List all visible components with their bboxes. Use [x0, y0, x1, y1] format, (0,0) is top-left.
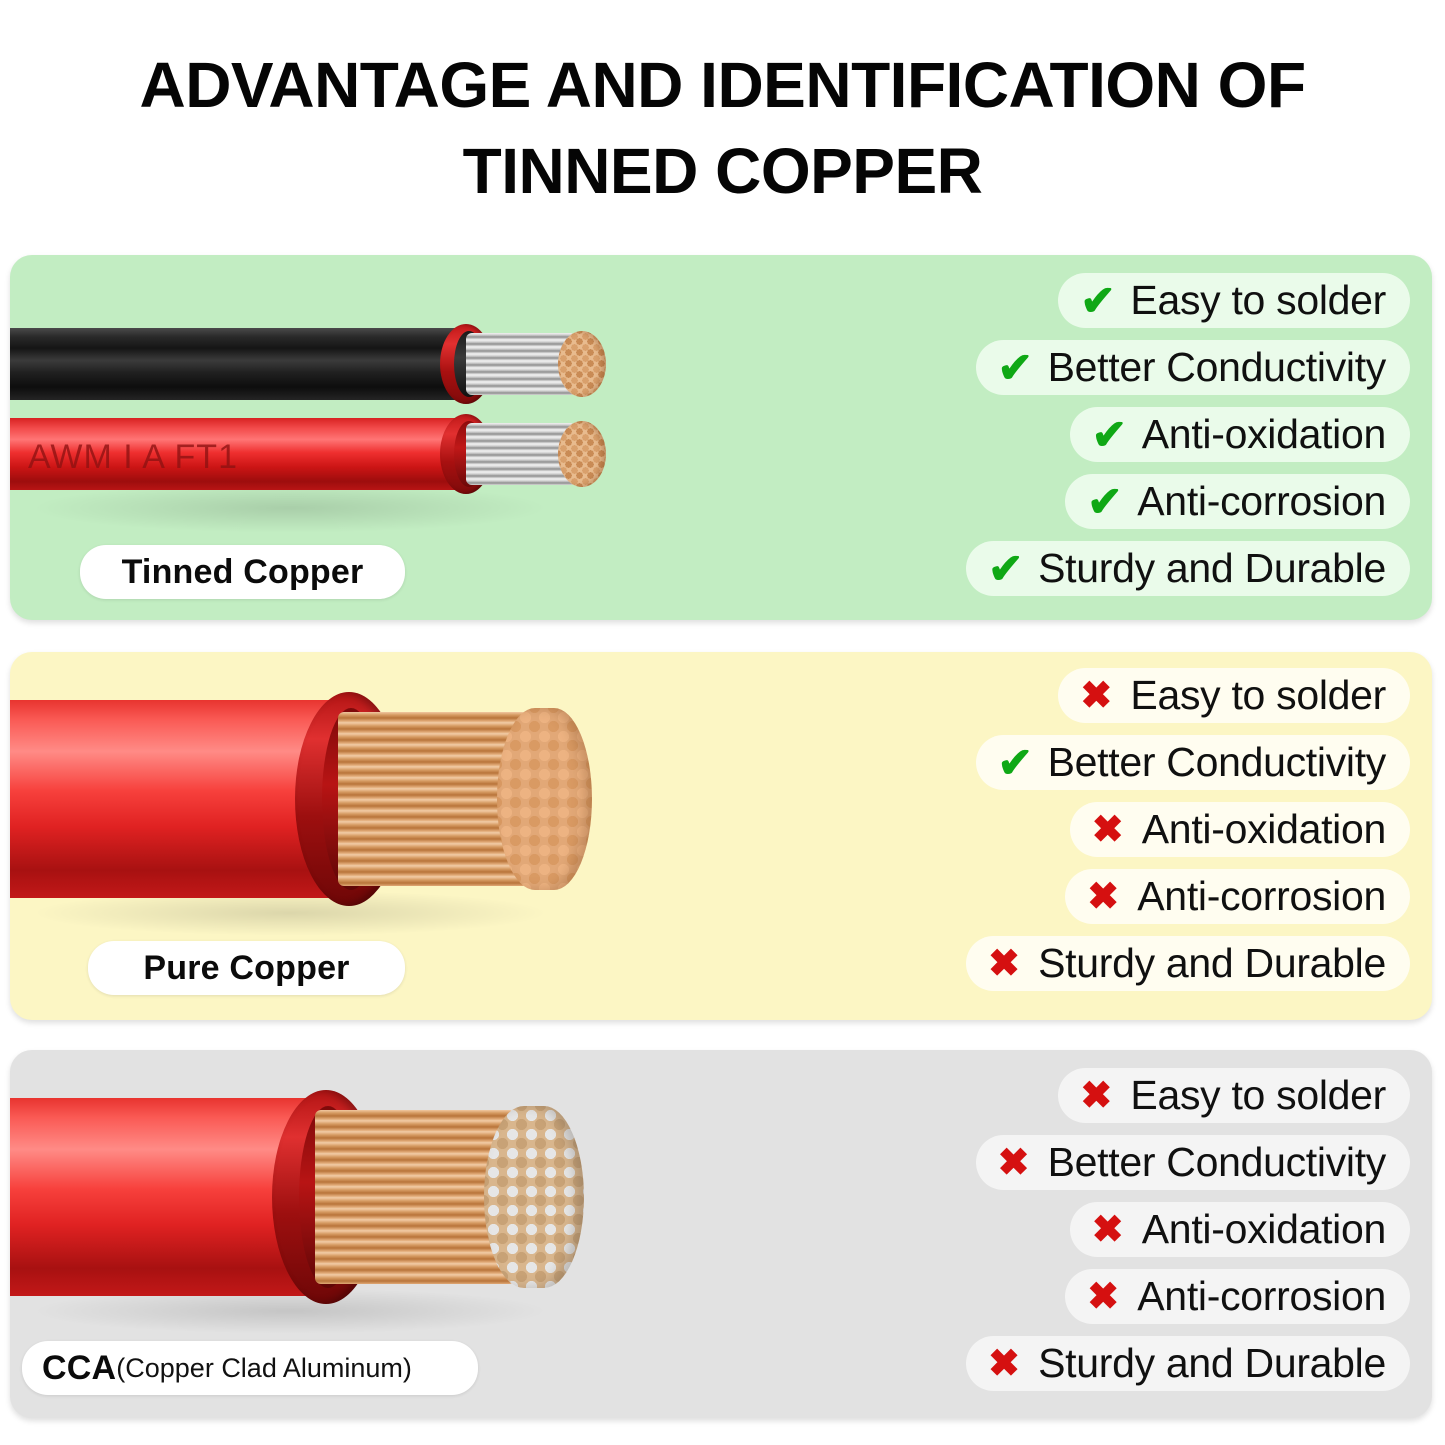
cca-cable-jacket — [10, 1098, 320, 1296]
feature-list-tinned-copper: ✔ Easy to solder ✔ Better Conductivity ✔… — [966, 273, 1410, 608]
feature-label: Better Conductivity — [1047, 344, 1387, 390]
cross-icon: ✖ — [997, 1141, 1030, 1184]
black-cable-tinned-strands — [466, 333, 576, 395]
label-pill-pure-copper: Pure Copper — [88, 941, 405, 995]
feature-item: ✖ Anti-oxidation — [1069, 802, 1410, 857]
pure-copper-cable-jacket — [10, 700, 340, 898]
feature-label: Easy to solder — [1130, 277, 1386, 323]
feature-label: Better Conductivity — [1047, 739, 1387, 785]
cross-icon: ✖ — [988, 942, 1020, 985]
check-icon: ✔ — [997, 343, 1033, 391]
cross-icon: ✖ — [1087, 1275, 1120, 1318]
feature-label: Anti-oxidation — [1141, 1206, 1387, 1252]
check-icon: ✔ — [988, 544, 1024, 592]
black-cable-strand-tips — [558, 331, 606, 397]
label-text: Pure Copper — [143, 948, 350, 987]
feature-label: Sturdy and Durable — [1038, 1340, 1386, 1386]
feature-item: ✔ Easy to solder — [1058, 273, 1410, 328]
feature-label: Anti-corrosion — [1137, 873, 1386, 919]
feature-list-pure-copper: ✖ Easy to solder ✔ Better Conductivity ✖… — [966, 668, 1410, 1003]
feature-item: ✔ Sturdy and Durable — [966, 541, 1410, 596]
feature-label: Easy to solder — [1130, 1072, 1386, 1118]
label-pill-cca: CCA (Copper Clad Aluminum) — [22, 1341, 478, 1395]
feature-item: ✖ Anti-corrosion — [1065, 1269, 1410, 1324]
cross-icon: ✖ — [1091, 1208, 1124, 1251]
feature-label: Anti-corrosion — [1137, 1273, 1386, 1319]
feature-label: Better Conductivity — [1047, 1139, 1387, 1185]
red-cable-jacket — [10, 418, 465, 490]
cross-icon: ✖ — [988, 1342, 1020, 1385]
check-icon: ✔ — [1087, 477, 1123, 525]
feature-label: Sturdy and Durable — [1038, 940, 1386, 986]
pure-copper-strands — [338, 712, 528, 886]
check-icon: ✔ — [997, 738, 1033, 786]
page-title: ADVANTAGE AND IDENTIFICATION OF TINNED C… — [139, 49, 1306, 208]
feature-label: Sturdy and Durable — [1038, 545, 1386, 591]
feature-list-cca: ✖ Easy to solder ✖ Better Conductivity ✖… — [966, 1068, 1410, 1403]
black-cable-jacket — [10, 328, 465, 400]
cca-strands — [315, 1110, 515, 1284]
feature-item: ✖ Better Conductivity — [975, 1135, 1410, 1190]
feature-item: ✖ Anti-corrosion — [1065, 869, 1410, 924]
label-text-abbrev: CCA — [42, 1348, 117, 1387]
cross-icon: ✖ — [1080, 674, 1113, 717]
cross-icon: ✖ — [1080, 1074, 1113, 1117]
feature-item: ✖ Sturdy and Durable — [966, 936, 1410, 991]
cross-icon: ✖ — [1091, 808, 1124, 851]
feature-item: ✔ Anti-oxidation — [1069, 407, 1410, 462]
cca-strand-tips — [484, 1106, 584, 1288]
red-cable-strand-tips — [558, 421, 606, 487]
red-cable-tinned-strands — [466, 423, 576, 485]
feature-label: Anti-oxidation — [1141, 411, 1387, 457]
feature-item: ✖ Easy to solder — [1058, 1068, 1410, 1123]
feature-item: ✔ Anti-corrosion — [1065, 474, 1410, 529]
label-text-expansion: (Copper Clad Aluminum) — [116, 1352, 412, 1383]
feature-item: ✔ Better Conductivity — [975, 340, 1410, 395]
check-icon: ✔ — [1080, 276, 1116, 324]
feature-item: ✖ Easy to solder — [1058, 668, 1410, 723]
feature-label: Anti-oxidation — [1141, 806, 1387, 852]
label-pill-tinned-copper: Tinned Copper — [80, 545, 405, 599]
feature-label: Easy to solder — [1130, 672, 1386, 718]
check-icon: ✔ — [1091, 410, 1127, 458]
feature-item: ✔ Better Conductivity — [975, 735, 1410, 790]
wire-print-text: AWM I A FT1 — [28, 437, 238, 476]
label-text: Tinned Copper — [121, 552, 364, 591]
cross-icon: ✖ — [1087, 875, 1120, 918]
feature-label: Anti-corrosion — [1137, 478, 1386, 524]
feature-item: ✖ Sturdy and Durable — [966, 1336, 1410, 1391]
pure-copper-strand-tips — [497, 708, 592, 890]
feature-item: ✖ Anti-oxidation — [1069, 1202, 1410, 1257]
